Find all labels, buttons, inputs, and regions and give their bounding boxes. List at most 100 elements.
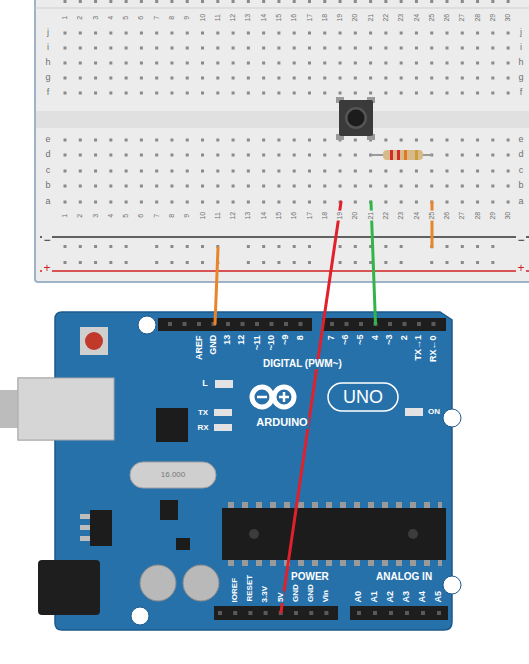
hole [461, 245, 464, 248]
column-number: 19 [336, 211, 343, 221]
hole [461, 62, 464, 65]
hole [415, 201, 418, 204]
hole [476, 92, 479, 95]
hole [232, 170, 235, 173]
row-letter: b [44, 181, 51, 190]
hole [323, 201, 326, 204]
pin-label: ~3 [385, 334, 394, 346]
hole [400, 170, 403, 173]
hole [125, 185, 128, 188]
hole [79, 170, 82, 173]
hole [170, 92, 173, 95]
column-number: 12 [229, 211, 236, 221]
row-letter: e [44, 135, 51, 144]
digital-header-right [322, 318, 446, 331]
hole [186, 201, 189, 204]
hole [201, 261, 204, 264]
hole [125, 47, 128, 50]
hole [186, 47, 189, 50]
hole [216, 92, 219, 95]
hole [400, 261, 403, 264]
hole [323, 92, 326, 95]
hole [155, 92, 158, 95]
hole [79, 92, 82, 95]
hole [446, 170, 449, 173]
hole [384, 77, 387, 80]
digital-header-left [158, 318, 312, 331]
crystal [130, 462, 216, 488]
chip-mark [249, 529, 259, 539]
hole [201, 77, 204, 80]
row-letter: c [518, 166, 525, 175]
column-number: 3 [92, 213, 99, 219]
pin-label: TX→1 [414, 334, 423, 362]
hole [64, 201, 67, 204]
column-number: 16 [291, 211, 298, 221]
hole [186, 261, 189, 264]
hole [384, 62, 387, 65]
hole [354, 0, 357, 3]
hole [476, 139, 479, 142]
hole [262, 47, 265, 50]
hole [308, 92, 311, 95]
hole [64, 245, 67, 248]
hole [247, 245, 250, 248]
hole [94, 201, 97, 204]
hole [384, 32, 387, 35]
chip-mark [408, 529, 418, 539]
hole [170, 245, 173, 248]
hole [277, 201, 280, 204]
hole [216, 47, 219, 50]
hole [140, 92, 143, 95]
hole [461, 77, 464, 80]
hole [309, 611, 313, 615]
hole [201, 245, 204, 248]
hole [270, 322, 274, 326]
hole [201, 62, 204, 65]
pin-label: Vin [322, 589, 330, 603]
column-number: 23 [397, 13, 404, 23]
hole [79, 0, 82, 3]
hole [216, 201, 219, 204]
hole [330, 322, 334, 326]
hole [64, 170, 67, 173]
column-number: 29 [489, 13, 496, 23]
pin-label: A0 [354, 589, 363, 603]
hole [216, 32, 219, 35]
hole [170, 170, 173, 173]
hole [247, 92, 250, 95]
hole [140, 0, 143, 3]
column-number: 13 [245, 13, 252, 23]
hole [491, 185, 494, 188]
hole [277, 47, 280, 50]
capacitor [140, 565, 176, 601]
hole [446, 185, 449, 188]
hole [430, 32, 433, 35]
hole [170, 185, 173, 188]
hole [79, 201, 82, 204]
hole [79, 62, 82, 65]
column-number: 6 [138, 213, 145, 219]
power-wire [281, 202, 341, 612]
column-number: 11 [214, 13, 221, 22]
atmega-chip [222, 508, 446, 560]
rail-edge [35, 8, 529, 9]
column-number: 27 [459, 13, 466, 23]
regulator [90, 510, 112, 546]
hole [476, 154, 479, 157]
hole [79, 47, 82, 50]
hole [369, 170, 372, 173]
hole [430, 185, 433, 188]
hole [461, 32, 464, 35]
hole [384, 261, 387, 264]
pin-label: GND [307, 583, 315, 603]
hole [241, 322, 245, 326]
hole [400, 77, 403, 80]
pin-label: ~9 [281, 334, 290, 346]
small-chip [176, 538, 190, 550]
pin-label: GND [292, 583, 300, 603]
hole [430, 47, 433, 50]
hole [64, 32, 67, 35]
hole [155, 0, 158, 3]
